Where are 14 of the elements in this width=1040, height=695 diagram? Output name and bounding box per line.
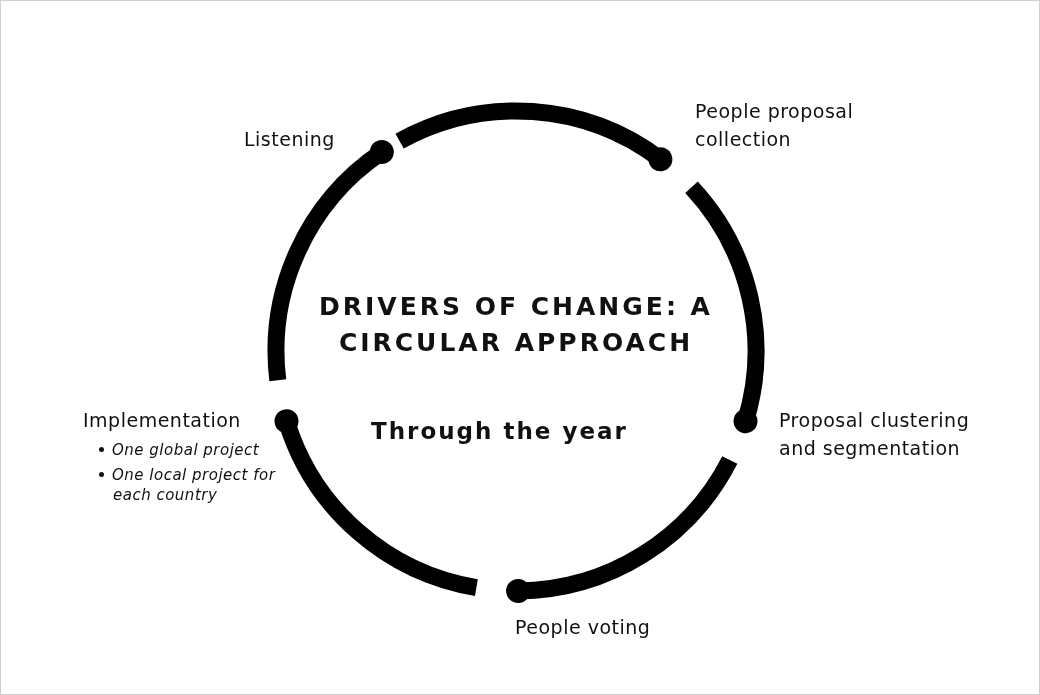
stage-label: Listening <box>244 127 336 152</box>
stage-label: Implementation <box>83 408 242 433</box>
arc-connector <box>274 409 479 596</box>
bullet-text: One global project <box>112 441 260 459</box>
stage-label: People proposal collection <box>695 99 855 152</box>
arc-connector <box>395 102 673 172</box>
subtitle-text: Through the year <box>371 418 628 444</box>
stage-label: Proposal clustering and segmentation <box>779 408 971 461</box>
arc-connector <box>506 455 738 603</box>
arc-connector <box>684 181 765 434</box>
bullet-text: One local project for each country <box>112 466 276 504</box>
stage-label: People voting <box>515 615 652 640</box>
arc-connector <box>267 140 394 381</box>
diagram-title: DRIVERS OF CHANGE: A CIRCULAR APPROACH <box>318 291 714 359</box>
